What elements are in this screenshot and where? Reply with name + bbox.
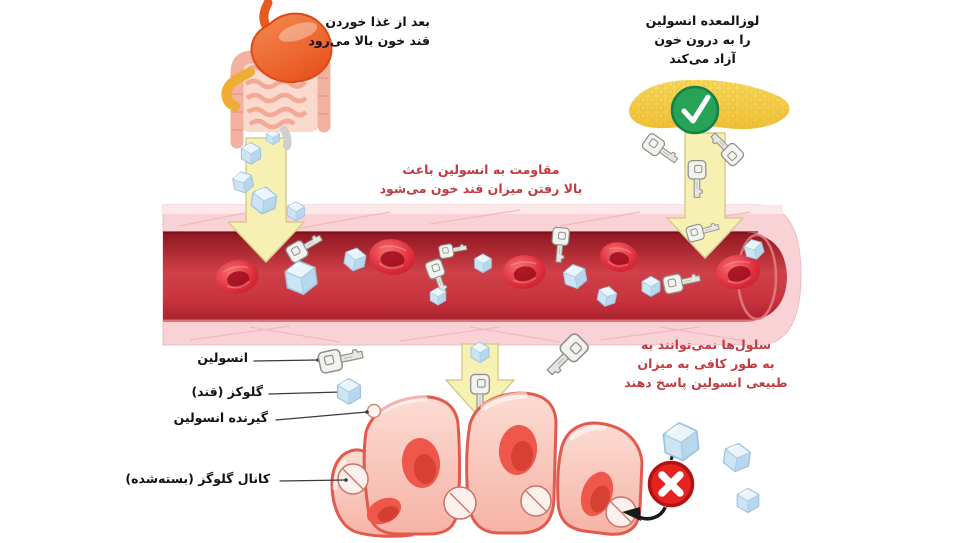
duodenum <box>221 67 255 111</box>
no-response-marker <box>622 450 695 521</box>
cell-nuclei <box>366 425 614 525</box>
stomach <box>221 0 333 111</box>
digestive-system <box>221 0 333 150</box>
after-eating-note: بعد از غذا خوردن قند خون بالا می‌رود <box>308 14 430 48</box>
pancreas <box>628 79 790 199</box>
cells-response-note: سلول‌ها نمی‌توانند به به طور کافی به میز… <box>624 337 788 390</box>
glucose-cube-icon <box>660 419 702 464</box>
legend-glucose-cube-icon <box>336 377 362 406</box>
vessel-wall-texture <box>179 209 751 343</box>
legend-insulin-label: انسولین <box>197 350 248 365</box>
glucose-into-blood-arrow <box>227 129 306 263</box>
cell-highlights <box>332 391 607 491</box>
rectum <box>280 126 292 150</box>
glucose-cube-icon <box>736 487 760 514</box>
pointer-arrowhead <box>622 507 641 521</box>
pancreas-note: لوزالمعده انسولین را به درون خون آزاد می… <box>645 13 760 66</box>
body-cells <box>330 391 644 538</box>
insulin-key-icon <box>640 131 682 169</box>
green-check-icon <box>670 85 720 135</box>
legend-insulin-key-icon <box>316 343 366 375</box>
legend-lines <box>253 358 369 482</box>
closed-glucose-channels <box>337 463 637 528</box>
legend-glucose-channel-label: کانال گلوگز (بسته‌شده) <box>125 471 270 486</box>
legend-insulin-receptor-label: گیرنده انسولین <box>173 410 268 425</box>
insulin-resistance-note: مقاومت به انسولین باعث بالا رفتن میزان ق… <box>379 162 583 196</box>
insulin-receptor <box>366 403 382 419</box>
red-x-icon <box>647 460 695 508</box>
glucose-cube-icon <box>721 440 753 475</box>
legend-glucose-label: گلوکز (قند) <box>191 384 263 399</box>
